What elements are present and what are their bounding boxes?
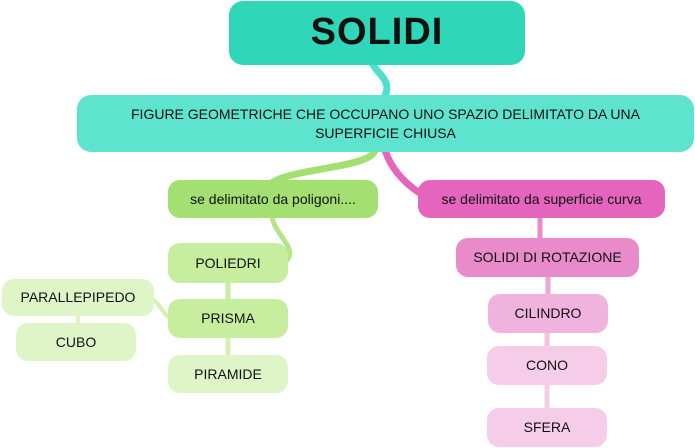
node-cilindro: CILINDRO bbox=[488, 294, 608, 333]
link-title-definition bbox=[368, 59, 391, 100]
link-definition-green bbox=[266, 146, 379, 188]
node-sfera: SFERA bbox=[487, 408, 607, 447]
definition-node: FIGURE GEOMETRICHE CHE OCCUPANO UNO SPAZ… bbox=[77, 95, 694, 152]
node-piramide: PIRAMIDE bbox=[168, 355, 288, 393]
title-node: SOLIDI bbox=[229, 1, 525, 65]
node-cubo: CUBO bbox=[16, 323, 136, 361]
branch-curved-surface: se delimitato da superficie curva bbox=[418, 180, 665, 218]
node-parallepipedo: PARALLEPIPEDO bbox=[2, 279, 154, 316]
node-solidi-di-rotazione: SOLIDI DI ROTAZIONE bbox=[456, 238, 639, 277]
branch-polygons: se delimitato da poligoni.... bbox=[168, 180, 378, 218]
node-prisma: PRISMA bbox=[168, 299, 288, 338]
link-green-poliedri bbox=[269, 214, 293, 265]
node-poliedri: POLIEDRI bbox=[168, 243, 288, 283]
node-cono: CONO bbox=[487, 346, 607, 385]
